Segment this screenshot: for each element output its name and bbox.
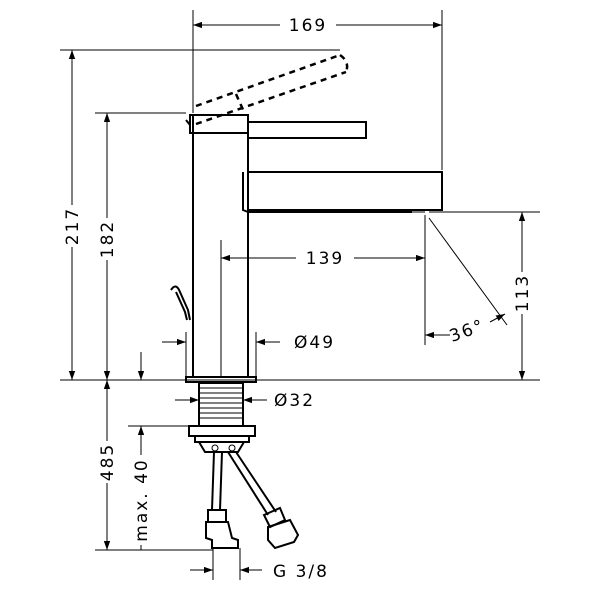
dim-169-label: 169	[289, 16, 327, 36]
faucet-body	[185, 114, 249, 378]
dim-49-label: Ø49	[294, 333, 335, 353]
extension-lines	[60, 10, 540, 580]
dim-total-height: 217	[62, 50, 83, 380]
dim-485-label: 485	[98, 443, 118, 481]
spout	[242, 171, 443, 213]
dim-outlet-height: 113	[512, 212, 533, 380]
dim-angle: 36°	[425, 313, 506, 347]
dim-angle-label: 36°	[447, 316, 488, 347]
dim-113-label: 113	[513, 274, 533, 312]
dim-139-label: 139	[306, 249, 344, 269]
counter-line	[60, 376, 540, 383]
dim-217-label: 217	[63, 207, 83, 245]
supply-hoses	[205, 451, 300, 550]
drain-lever	[170, 285, 191, 321]
dim-g38-label: G 3/8	[273, 562, 329, 582]
dim-spout-reach: 139	[221, 247, 425, 269]
dim-hose-thread: G 3/8	[190, 562, 329, 582]
dim-32-label: Ø32	[274, 391, 315, 411]
dim-body-diameter: Ø49	[162, 333, 335, 353]
dim-182-label: 182	[98, 220, 118, 258]
threaded-shank	[188, 382, 256, 453]
dim-below-counter: 485	[97, 380, 118, 550]
dim-shank-diameter: Ø32	[175, 391, 315, 411]
handle-lever	[195, 53, 367, 139]
dim-max-thickness: max. 40	[131, 352, 152, 550]
dim-width-top: 169	[193, 14, 442, 36]
dim-max40-label: max. 40	[132, 458, 152, 541]
dim-spout-height: 182	[97, 113, 118, 380]
